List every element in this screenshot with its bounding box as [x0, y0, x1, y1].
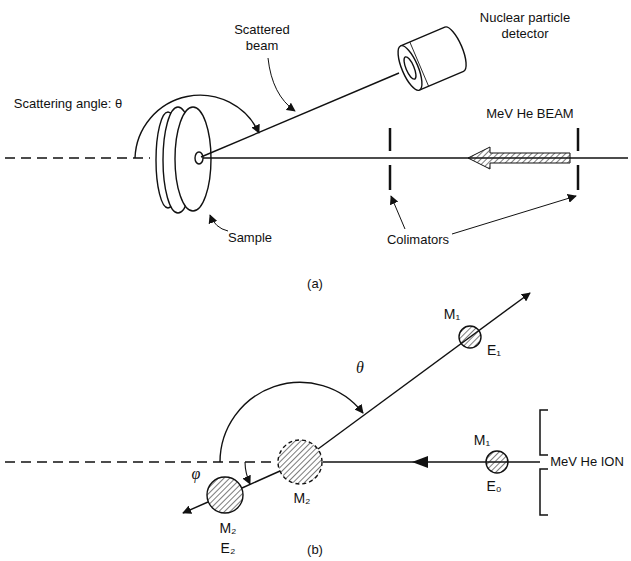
component-label: Nuclear particle detector — [463, 10, 588, 41]
target-atom — [278, 440, 322, 484]
beam-axis-dashed — [5, 461, 277, 462]
component-label: Colimators — [387, 232, 449, 248]
recoil-atom — [207, 477, 243, 513]
beam-arrow — [468, 147, 570, 169]
energy-label: E₀ — [486, 478, 501, 495]
recoil-path — [183, 502, 208, 513]
component-label: Sample — [228, 230, 272, 246]
mass-label: M₂ — [219, 520, 236, 537]
beam-label: MeV He ION — [550, 454, 624, 470]
mass-label: M₂ — [293, 490, 310, 507]
detector — [393, 24, 471, 93]
arrowhead — [412, 456, 428, 468]
panel-label: (b) — [307, 542, 323, 558]
angle-arc — [135, 95, 259, 158]
panel-b — [5, 293, 548, 515]
mass-label: M₁ — [444, 306, 460, 323]
angle-arc — [220, 382, 363, 462]
leader-line — [210, 215, 228, 231]
angle-arc — [245, 462, 250, 484]
collimator — [390, 128, 578, 190]
component-label: Scattered beam — [223, 22, 301, 53]
beam-label: MeV He BEAM — [486, 106, 573, 122]
energy-label: E₂ — [221, 540, 236, 557]
panel-a — [5, 24, 628, 234]
leader-line — [452, 196, 576, 234]
angle-symbol: θ — [356, 358, 364, 377]
scattered-path — [318, 293, 530, 449]
panel-label: (a) — [307, 276, 323, 292]
collimator — [540, 410, 548, 515]
scattered-beam-line — [201, 73, 399, 157]
sample-disc — [156, 107, 211, 213]
energy-label: E₁ — [487, 342, 501, 359]
leader-line — [391, 196, 405, 229]
beam-axis-dashed — [5, 157, 150, 158]
scattered-ion — [459, 326, 481, 348]
mass-label: M₁ — [474, 432, 490, 449]
angle-symbol: φ — [192, 464, 201, 483]
incident-ion — [486, 451, 508, 473]
angle-label: Scattering angle: θ — [14, 96, 122, 112]
leader-line — [268, 58, 295, 111]
